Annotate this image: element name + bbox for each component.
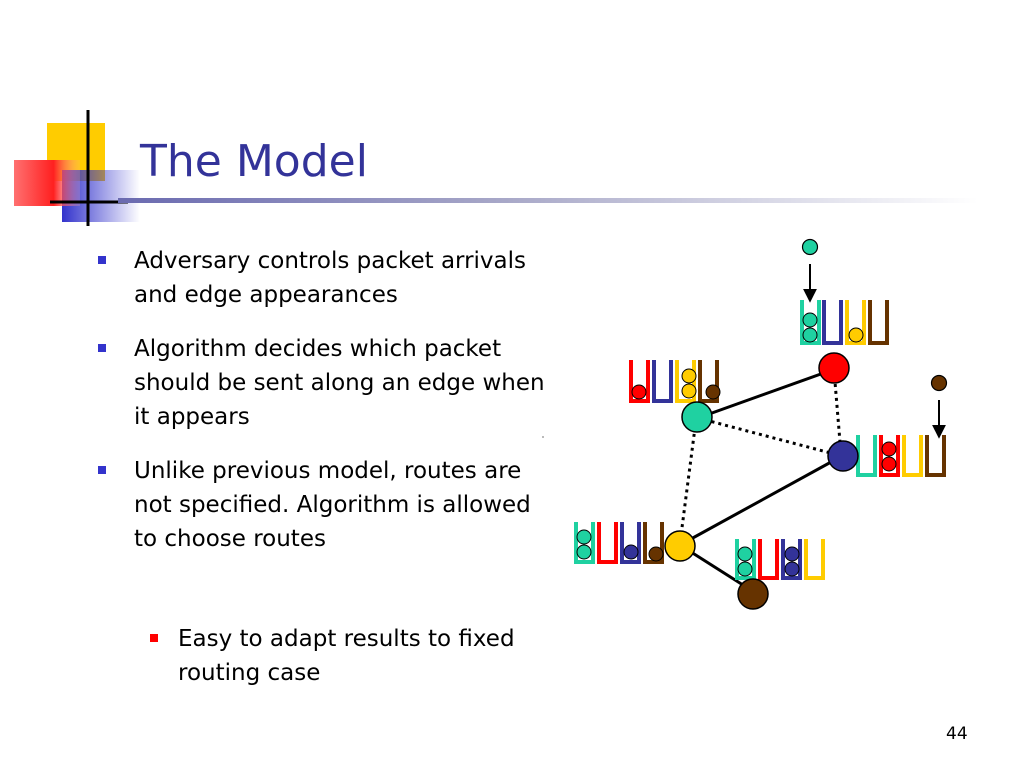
queued-packet: [881, 456, 897, 472]
queue-bin: [804, 539, 825, 580]
bullet-text: Unlike previous model, routes are not sp…: [134, 458, 531, 552]
nodes: [664, 352, 859, 610]
bullet-item: Unlike previous model, routes are not sp…: [96, 454, 546, 556]
queued-packet: [631, 384, 647, 400]
sub-bullet-square-icon: [150, 634, 158, 642]
page-number: 44: [946, 724, 968, 744]
edge-dotted: [832, 369, 843, 455]
bullet-square-icon: [98, 256, 106, 264]
queued-packet: [881, 441, 897, 457]
queue-bin: [822, 300, 843, 345]
queued-packet: [802, 327, 818, 343]
queue-bin: [620, 522, 641, 564]
queue-bin: [597, 522, 618, 564]
logo-red-square: [14, 160, 80, 206]
queued-packet: [576, 529, 592, 545]
queued-packet: [576, 544, 592, 560]
queued-packet: [737, 561, 753, 577]
bullet-text: Algorithm decides which packet should be…: [134, 336, 545, 430]
queue-group: [735, 539, 825, 580]
queue-bin: [574, 522, 595, 564]
queued-packet: [705, 384, 721, 400]
bullet-item: Adversary controls packet arrivals and e…: [96, 244, 546, 312]
queue-group: [574, 522, 664, 564]
queue-bin: [856, 435, 877, 477]
queue-bin: [781, 539, 802, 580]
sub-bullet-list: Easy to adapt results to fixed routing c…: [150, 622, 530, 690]
queue-bin: [735, 539, 756, 580]
bullet-text: Adversary controls packet arrivals and e…: [134, 248, 527, 308]
queued-packet: [737, 546, 753, 562]
queue-bin: [925, 435, 946, 477]
queue-bin: [845, 300, 866, 345]
queued-packet: [681, 383, 697, 399]
queue-bin: [879, 435, 900, 477]
node-blue: [827, 440, 859, 472]
queue-group: [800, 300, 889, 345]
edge-solid: [697, 368, 833, 420]
bullet-square-icon: [98, 466, 106, 474]
queue-bin: [902, 435, 923, 477]
queued-packet: [784, 546, 800, 562]
queued-packet: [681, 368, 697, 384]
node-yellow: [664, 530, 696, 562]
queue-bin: [698, 360, 719, 403]
network-diagram: [574, 238, 948, 610]
bullet-item: Algorithm decides which packet should be…: [96, 332, 546, 434]
sub-bullet-item: Easy to adapt results to fixed routing c…: [150, 622, 530, 690]
queue-bin: [652, 360, 673, 403]
queued-packet: [784, 561, 800, 577]
edge-dotted: [697, 416, 843, 458]
arriving-packet-brown: [930, 374, 948, 392]
node-red: [818, 352, 850, 384]
queue-group: [629, 360, 721, 403]
bullet-square-icon: [98, 344, 106, 352]
edge-dotted: [678, 419, 698, 544]
stray-dot: [542, 436, 544, 438]
arriving-packet-teal: [801, 238, 819, 256]
bullet-list: Adversary controls packet arrivals and e…: [96, 244, 546, 556]
title-underline: [118, 198, 978, 203]
queue-bin: [629, 360, 650, 403]
node-brown: [737, 578, 769, 610]
queue-bin: [758, 539, 779, 580]
sub-bullet-text: Easy to adapt results to fixed routing c…: [178, 626, 515, 686]
edge-solid: [679, 454, 843, 547]
slide-logo: [14, 110, 140, 226]
queued-packet: [848, 327, 864, 343]
queued-packet: [648, 546, 664, 562]
queued-packet: [802, 312, 818, 328]
node-teal: [681, 401, 713, 433]
queue-bin: [868, 300, 889, 345]
queue-bin: [643, 522, 664, 564]
queue-group: [856, 435, 946, 477]
queued-packet: [623, 544, 639, 560]
queue-bin: [800, 300, 821, 345]
slide-title: The Model: [140, 136, 368, 187]
